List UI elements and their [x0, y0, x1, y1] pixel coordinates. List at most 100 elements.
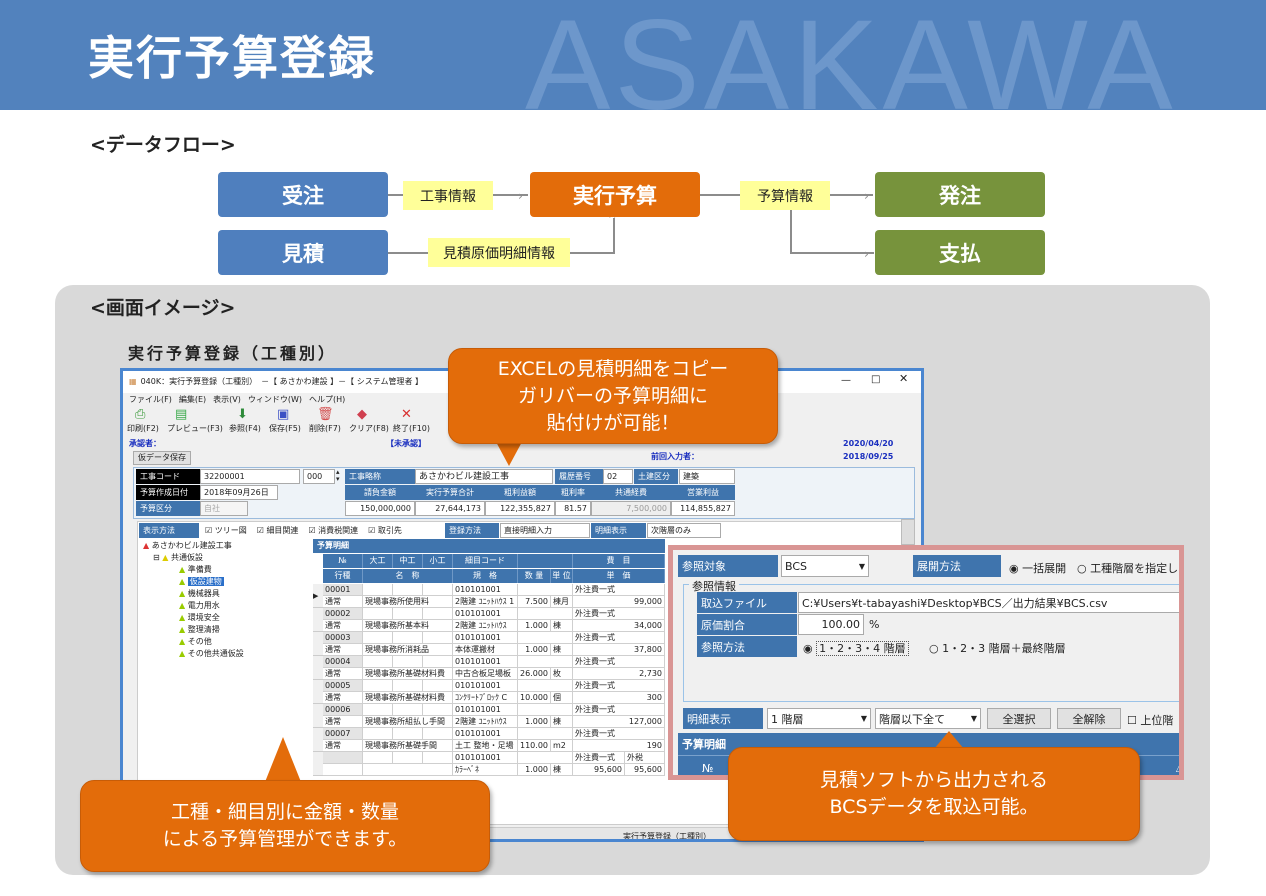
- grid-cell-price[interactable]: 99,000: [573, 596, 665, 608]
- grid-cell[interactable]: [363, 584, 393, 596]
- grid-cell-no[interactable]: 00003: [323, 632, 363, 644]
- grid-cell-code[interactable]: 010101001: [453, 680, 518, 692]
- tree-item[interactable]: ▲ 仮設建物: [143, 576, 311, 588]
- tree-root[interactable]: ▲ あさかわビル建設工事: [143, 540, 311, 552]
- grid-cell-cost[interactable]: 外注費一式: [573, 608, 665, 620]
- grid-cell-name[interactable]: 現場事務所組払し手間: [363, 716, 453, 728]
- grid-cell-unit[interactable]: 個: [551, 692, 573, 704]
- grid-cell-spec[interactable]: 本体運搬材: [453, 644, 518, 656]
- tree-item[interactable]: ▲ 準備費: [143, 564, 311, 576]
- tree-item[interactable]: ▲ 整理清掃: [143, 624, 311, 636]
- grid-cell-spec[interactable]: ｺﾝｸﾘｰﾄﾌﾞﾛｯｸ C: [453, 692, 518, 704]
- grid-cell-tax[interactable]: 外税: [625, 752, 665, 764]
- grid-header[interactable]: №: [323, 554, 363, 568]
- collapse-icon[interactable]: ⊟: [153, 553, 163, 562]
- grid-cell-cost[interactable]: 外注費一式: [573, 680, 665, 692]
- upper-level-checkbox[interactable]: ☐ 上位階: [1127, 714, 1174, 727]
- scrollbar[interactable]: [901, 519, 915, 545]
- menu-item[interactable]: ウィンドウ(W): [247, 395, 303, 404]
- grid-cell[interactable]: [363, 752, 393, 764]
- grid-cell-price[interactable]: 127,000: [573, 716, 665, 728]
- select-all-button[interactable]: 全選択: [987, 708, 1051, 729]
- import-file-input[interactable]: C:¥Users¥t-tabayashi¥Desktop¥BCS／出力結果¥BC…: [798, 592, 1179, 613]
- grid-cell-qty[interactable]: 1.000: [518, 620, 551, 632]
- toolbar-button[interactable]: ⬇参照(F4): [229, 407, 261, 435]
- spinner-icon[interactable]: ▴▾: [336, 468, 340, 483]
- window-close-button[interactable]: ✕: [899, 372, 909, 385]
- grid-cell-name[interactable]: 現場事務所基礎材料費: [363, 692, 453, 704]
- grid-cell-no[interactable]: 00005: [323, 680, 363, 692]
- grid-cell[interactable]: [363, 704, 393, 716]
- grid-cell-no[interactable]: [323, 752, 363, 764]
- grid-cell-name[interactable]: 現場事務所消耗品: [363, 644, 453, 656]
- grid-cell-spec[interactable]: ｶﾗｰﾍﾞﾈ: [453, 764, 518, 776]
- grid-cell-type[interactable]: 通常: [323, 716, 363, 728]
- grid-cell-unit[interactable]: 棟: [551, 620, 573, 632]
- grid-cell-unit[interactable]: 棟: [551, 644, 573, 656]
- grid-header[interactable]: 名 称: [363, 569, 453, 583]
- grid-cell-name[interactable]: 現場事務所基礎材料費: [363, 668, 453, 680]
- grid-header[interactable]: 細目コード: [453, 554, 518, 568]
- grid-header[interactable]: 単 位: [551, 569, 573, 583]
- grid-cell-price[interactable]: 95,600: [573, 764, 625, 776]
- civil-input[interactable]: 建築: [679, 469, 735, 484]
- grid-cell-price[interactable]: 190: [573, 740, 665, 752]
- grid-cell-price[interactable]: 37,800: [573, 644, 665, 656]
- grid-cell[interactable]: [423, 608, 453, 620]
- grid-header[interactable]: 中工: [393, 554, 423, 568]
- display-checkbox[interactable]: ☑ ツリー図: [205, 526, 247, 536]
- grid-cell-qty[interactable]: 1.000: [518, 716, 551, 728]
- grid-cell[interactable]: [518, 632, 573, 644]
- row-selector[interactable]: [313, 656, 323, 680]
- toolbar-button[interactable]: ▤プレビュー(F3): [167, 407, 223, 435]
- budget-kind-select[interactable]: 自社: [200, 501, 248, 516]
- menu-item[interactable]: 編集(E): [178, 395, 207, 404]
- grid-cell-price[interactable]: 34,000: [573, 620, 665, 632]
- grid-cell-unit[interactable]: m2: [551, 740, 573, 752]
- grid-cell[interactable]: [423, 728, 453, 740]
- cost-ratio-input[interactable]: 100.00: [798, 614, 864, 635]
- grid-cell-code[interactable]: 010101001: [453, 752, 518, 764]
- row-selector[interactable]: [313, 728, 323, 752]
- grid-cell[interactable]: [393, 752, 423, 764]
- grid-cell-qty[interactable]: 1.000: [518, 764, 551, 776]
- grid-cell[interactable]: [423, 656, 453, 668]
- project-code-input[interactable]: 32200001: [200, 469, 300, 484]
- row-selector[interactable]: ▶: [313, 584, 323, 608]
- grid-cell[interactable]: [393, 728, 423, 740]
- grid-cell[interactable]: [363, 632, 393, 644]
- reg-method-select[interactable]: 直接明細入力: [500, 523, 590, 538]
- row-selector[interactable]: [313, 752, 323, 776]
- grid-cell-code[interactable]: 010101001: [453, 728, 518, 740]
- grid-cell-unit[interactable]: 棟: [551, 764, 573, 776]
- grid-cell-name[interactable]: 現場事務所基本料: [363, 620, 453, 632]
- minimize-button[interactable]: —: [841, 375, 851, 386]
- row-selector[interactable]: [313, 632, 323, 656]
- grid-cell[interactable]: [393, 608, 423, 620]
- grid-cell[interactable]: [393, 584, 423, 596]
- grid-cell-cost[interactable]: 外注費一式: [573, 656, 665, 668]
- method-radio-2[interactable]: ○ 1・2・3 階層＋最終階層: [929, 642, 1066, 655]
- grid-cell-amount[interactable]: 95,600: [625, 764, 665, 776]
- display-checkbox[interactable]: ☑ 細目関連: [257, 526, 299, 536]
- grid-header[interactable]: 費 目: [573, 554, 665, 568]
- grid-cell-code[interactable]: 010101001: [453, 656, 518, 668]
- tree-item[interactable]: ▲ その他共通仮設: [143, 648, 311, 660]
- grid-cell-unit[interactable]: 棟月: [551, 596, 573, 608]
- history-select[interactable]: 02: [603, 469, 633, 484]
- expand-bulk-radio[interactable]: ◉ 一括展開: [1009, 562, 1067, 575]
- grid-cell[interactable]: [363, 656, 393, 668]
- grid-cell-cost[interactable]: 外注費一式: [573, 728, 665, 740]
- grid-header[interactable]: 規 格: [453, 569, 518, 583]
- grid-cell-qty[interactable]: 110.00: [518, 740, 551, 752]
- toolbar-button[interactable]: ▣保存(F5): [269, 407, 301, 435]
- grid-cell-cost[interactable]: 外注費一式: [573, 752, 625, 764]
- budget-date-picker[interactable]: 2018年09月26日: [200, 485, 278, 500]
- scope-select[interactable]: 階層以下全て▼: [875, 708, 981, 729]
- grid-cell-code[interactable]: 010101001: [453, 584, 518, 596]
- row-selector[interactable]: [313, 680, 323, 704]
- project-name-input[interactable]: あさかわビル建設工事: [415, 469, 553, 484]
- grid-cell-spec[interactable]: 土工 整地・足場: [453, 740, 518, 752]
- temp-save-button[interactable]: 仮データ保存: [133, 451, 191, 465]
- grid-cell-code[interactable]: 010101001: [453, 608, 518, 620]
